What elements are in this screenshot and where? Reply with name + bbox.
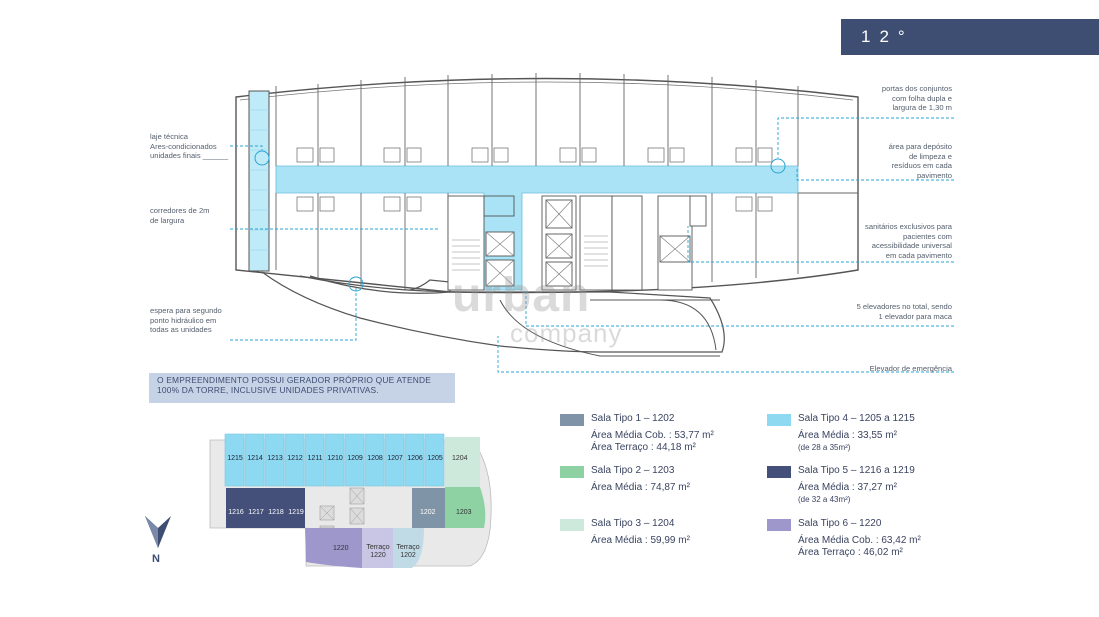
legend-area-secondary: Área Terraço : 44,18 m²	[591, 442, 696, 453]
mini-unit-1210	[324, 433, 345, 487]
mini-unit-1213	[264, 433, 285, 487]
mini-unit-label: 1215	[227, 455, 243, 462]
mini-unit-1211	[304, 433, 325, 487]
legend-area: Área Média Cob. : 53,77 m²	[591, 430, 714, 441]
annotation-deposito: área para depósito de limpeza e resíduos…	[888, 142, 952, 180]
legend-swatch	[767, 466, 791, 478]
mini-unit-label: 1214	[247, 455, 263, 462]
watermark-subtitle: company	[510, 318, 623, 348]
mini-unit-label: 1210	[327, 455, 343, 462]
mini-unit-1202: 1202	[420, 509, 436, 516]
mini-unit-label: 1208	[367, 455, 383, 462]
generator-note-text: O EMPREENDIMENTO POSSUI GERADOR PRÓPRIO …	[157, 375, 432, 395]
legend-title: Sala Tipo 3 – 1204	[591, 518, 675, 529]
legend-swatch	[767, 414, 791, 426]
mini-unit-label: 1218	[268, 509, 284, 516]
legend-title: Sala Tipo 6 – 1220	[798, 518, 882, 529]
mini-unit-label: 1211	[307, 455, 323, 462]
north-arrow-icon	[145, 516, 171, 548]
legend-swatch	[560, 414, 584, 426]
legend-swatch	[560, 466, 584, 478]
mini-unit-label: 1212	[287, 455, 303, 462]
legend-title: Sala Tipo 1 – 1202	[591, 413, 675, 424]
watermark-logo: urban	[452, 269, 591, 322]
annotation-laje-tecnica: laje técnica Ares-condicionados unidades…	[150, 132, 229, 161]
legend-area: Área Média Cob. : 63,42 m²	[798, 535, 921, 546]
legend-swatch	[560, 519, 584, 531]
mini-unit-label: 1213	[267, 455, 283, 462]
mini-unit-1205	[424, 433, 445, 487]
generator-note: O EMPREENDIMENTO POSSUI GERADOR PRÓPRIO …	[149, 373, 455, 403]
legend-title: Sala Tipo 4 – 1205 a 1215	[798, 413, 915, 424]
mini-unit-1214	[244, 433, 265, 487]
legend-title: Sala Tipo 2 – 1203	[591, 465, 675, 476]
annotation-corredores: corredores de 2m de largura	[150, 206, 210, 225]
mini-unit-label: 1209	[347, 455, 363, 462]
legend-area-secondary: (de 28 a 35m²)	[798, 443, 851, 452]
annotation-espera: espera para segundo ponto hidráulico em …	[150, 306, 222, 335]
mini-unit-1220: 1220	[333, 545, 349, 552]
mini-unit-1209	[344, 433, 365, 487]
mini-unit-label: 1205	[427, 455, 443, 462]
annotation-sanitarios: sanitários exclusivos para pacientes com…	[865, 222, 952, 260]
mini-unit-label: 1217	[248, 509, 264, 516]
mini-unit-1204: 1204	[452, 455, 468, 462]
north-label: N	[152, 553, 160, 565]
legend-area: Área Média : 59,99 m²	[591, 535, 690, 546]
legend-area-secondary: (de 32 a 43m²)	[798, 495, 851, 504]
annotation-emergencia: Elevador de emergência	[869, 364, 952, 373]
legend-area-secondary: Área Terraço : 46,02 m²	[798, 547, 903, 558]
mini-unit-label: 1207	[387, 455, 403, 462]
mini-unit-label: 1219	[288, 509, 304, 516]
mini-terraco-1202: Terraço 1202	[396, 544, 420, 559]
mini-unit-label: 1206	[407, 455, 423, 462]
annotation-portas: portas dos conjuntos com folha dupla e l…	[881, 84, 952, 113]
legend-title: Sala Tipo 5 – 1216 a 1219	[798, 465, 915, 476]
mini-unit-label: 1216	[228, 509, 244, 516]
annotation-elevadores: 5 elevadores no total, sendo 1 elevador …	[856, 302, 952, 321]
mini-terraco-1220: Terraço 1220	[366, 544, 390, 559]
mini-unit-1208	[364, 433, 385, 487]
legend-area: Área Média : 33,55 m²	[798, 430, 897, 441]
mini-unit-1212	[284, 433, 305, 487]
floor-title: 12° PAVIMENTO	[841, 19, 1099, 82]
mini-unit-1215	[224, 433, 245, 487]
legend-area: Área Média : 74,87 m²	[591, 482, 690, 493]
legend-area: Área Média : 37,27 m²	[798, 482, 897, 493]
mini-unit-1207	[384, 433, 405, 487]
mini-unit-1206	[404, 433, 425, 487]
mini-unit-1203: 1203	[456, 509, 472, 516]
legend-swatch	[767, 519, 791, 531]
